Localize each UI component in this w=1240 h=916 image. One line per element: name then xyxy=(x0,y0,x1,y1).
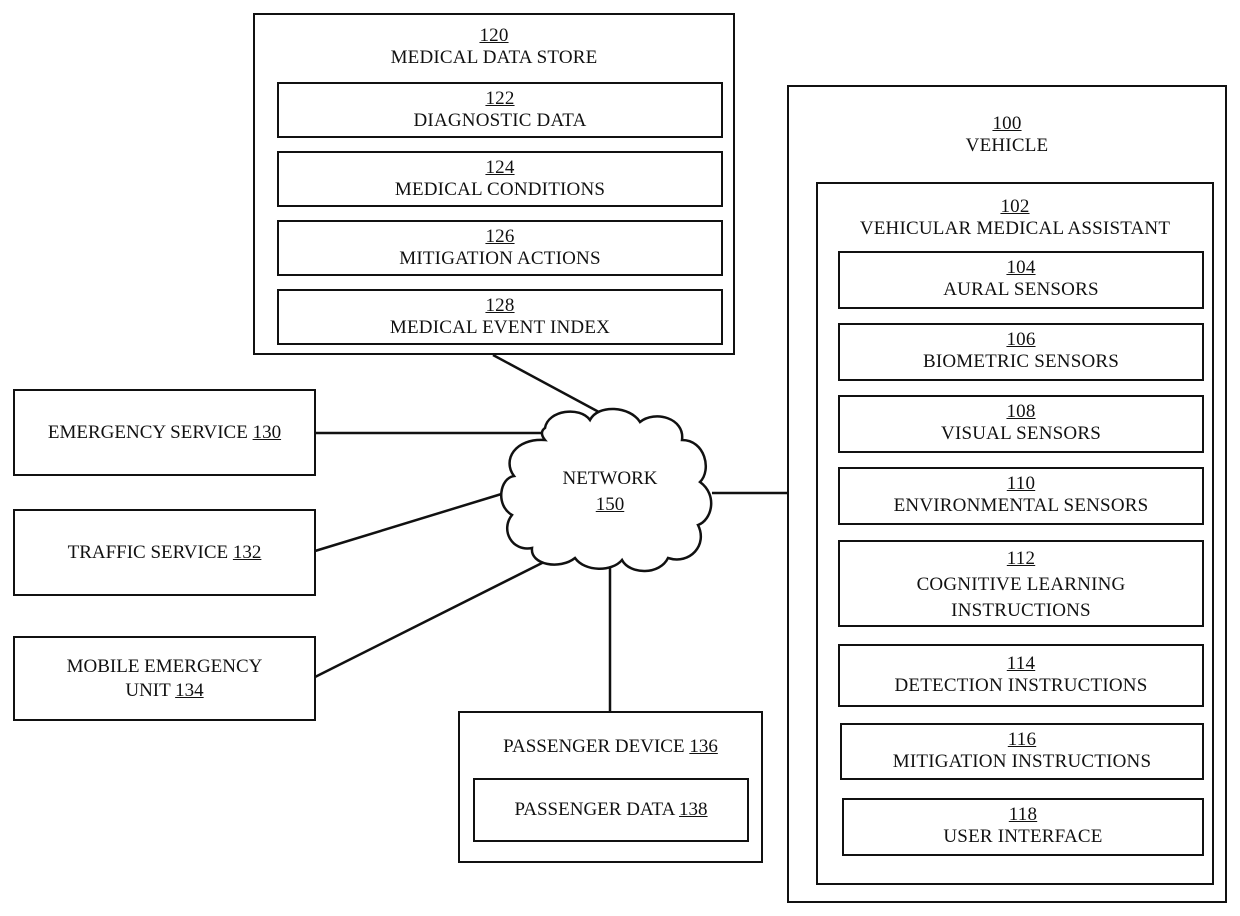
store-item-medical-conditions: 124MEDICAL CONDITIONS xyxy=(277,151,723,207)
item-title: COGNITIVE LEARNING xyxy=(840,572,1202,598)
item-title: BIOMETRIC SENSORS xyxy=(840,351,1202,373)
item-number: 118 xyxy=(844,804,1202,826)
passenger-device-box: PASSENGER DEVICE 136 PASSENGER DATA 138 xyxy=(458,711,763,863)
store-number: 120 xyxy=(255,25,733,47)
link-datastore-network xyxy=(493,355,610,418)
item-title-line2: INSTRUCTIONS xyxy=(840,598,1202,624)
assistant-item-mitigation-instructions: 116MITIGATION INSTRUCTIONS xyxy=(840,723,1204,780)
store-item-medical-event-index: 128MEDICAL EVENT INDEX xyxy=(277,289,723,345)
item-title: USER INTERFACE xyxy=(844,826,1202,848)
item-number: 124 xyxy=(279,157,721,179)
service-title: TRAFFIC SERVICE xyxy=(68,542,229,563)
passenger-data-number: 138 xyxy=(679,799,708,820)
item-number: 112 xyxy=(840,546,1202,572)
medical-data-store: 120 MEDICAL DATA STORE 122DIAGNOSTIC DAT… xyxy=(253,13,735,355)
item-title: ENVIRONMENTAL SENSORS xyxy=(840,495,1202,517)
item-title: DETECTION INSTRUCTIONS xyxy=(840,675,1202,697)
passenger-device-title: PASSENGER DEVICE xyxy=(503,736,684,757)
link-mobile-network xyxy=(315,560,548,677)
item-number: 126 xyxy=(279,226,721,248)
item-title: AURAL SENSORS xyxy=(840,279,1202,301)
vehicular-medical-assistant-box: 102 VEHICULAR MEDICAL ASSISTANT 104AURAL… xyxy=(816,182,1214,885)
assistant-item-visual-sensors: 108VISUAL SENSORS xyxy=(838,395,1204,453)
service-title: UNIT xyxy=(125,680,170,701)
service-number: 132 xyxy=(233,542,262,563)
item-number: 108 xyxy=(840,401,1202,423)
traffic-service-box: TRAFFIC SERVICE 132 xyxy=(13,509,316,596)
item-number: 110 xyxy=(840,473,1202,495)
service-number: 130 xyxy=(253,422,282,443)
item-number: 114 xyxy=(840,653,1202,675)
item-number: 104 xyxy=(840,257,1202,279)
store-item-diagnostic-data: 122DIAGNOSTIC DATA xyxy=(277,82,723,138)
assistant-item-detection-instructions: 114DETECTION INSTRUCTIONS xyxy=(838,644,1204,707)
store-item-mitigation-actions: 126MITIGATION ACTIONS xyxy=(277,220,723,276)
service-number: 134 xyxy=(175,680,204,701)
service-title-line1: MOBILE EMERGENCY xyxy=(15,655,314,679)
network-number: 150 xyxy=(540,492,680,518)
emergency-service-box: EMERGENCY SERVICE 130 xyxy=(13,389,316,476)
service-title: EMERGENCY SERVICE xyxy=(48,422,248,443)
link-traffic-network xyxy=(315,492,508,551)
store-title: MEDICAL DATA STORE xyxy=(255,47,733,69)
assistant-item-aural-sensors: 104AURAL SENSORS xyxy=(838,251,1204,309)
vehicle-title: VEHICLE xyxy=(789,135,1225,157)
assistant-item-user-interface: 118USER INTERFACE xyxy=(842,798,1204,856)
vehicle-box: 100 VEHICLE 102 VEHICULAR MEDICAL ASSIST… xyxy=(787,85,1227,903)
assistant-title: VEHICULAR MEDICAL ASSISTANT xyxy=(818,218,1212,240)
item-title: MITIGATION ACTIONS xyxy=(279,248,721,270)
item-title: MITIGATION INSTRUCTIONS xyxy=(842,751,1202,773)
passenger-data-box: PASSENGER DATA 138 xyxy=(473,778,749,842)
item-number: 122 xyxy=(279,88,721,110)
passenger-device-number: 136 xyxy=(689,736,718,757)
assistant-number: 102 xyxy=(818,196,1212,218)
item-title: MEDICAL EVENT INDEX xyxy=(279,317,721,339)
assistant-item-cognitive-learning-instructions: 112COGNITIVE LEARNINGINSTRUCTIONS xyxy=(838,540,1204,627)
item-title: DIAGNOSTIC DATA xyxy=(279,110,721,132)
mobile-emergency-unit-box: MOBILE EMERGENCY UNIT 134 xyxy=(13,636,316,721)
item-title: VISUAL SENSORS xyxy=(840,423,1202,445)
item-title: MEDICAL CONDITIONS xyxy=(279,179,721,201)
item-number: 128 xyxy=(279,295,721,317)
item-number: 116 xyxy=(842,729,1202,751)
item-number: 106 xyxy=(840,329,1202,351)
network-label: NETWORK 150 xyxy=(540,466,680,518)
assistant-item-environmental-sensors: 110ENVIRONMENTAL SENSORS xyxy=(838,467,1204,525)
passenger-data-title: PASSENGER DATA xyxy=(514,799,674,820)
vehicle-number: 100 xyxy=(789,113,1225,135)
assistant-item-biometric-sensors: 106BIOMETRIC SENSORS xyxy=(838,323,1204,381)
network-title: NETWORK xyxy=(540,466,680,492)
